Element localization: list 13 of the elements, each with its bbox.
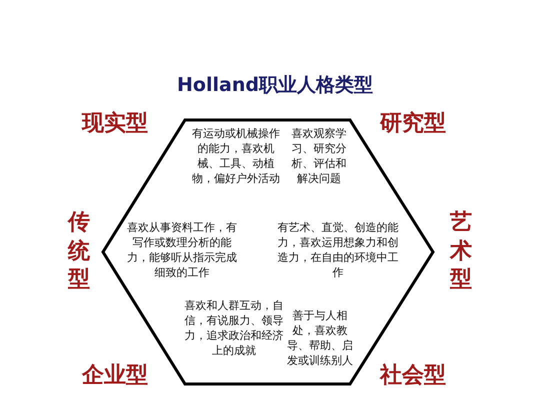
type-description: 有运动或机械操作的能力，喜欢机械、工具、动植物，偏好户外活动 [191, 126, 281, 186]
type-name: 传统型 [68, 208, 90, 294]
type-description: 喜欢从事资料工作，有写作或数理分析的能力，能够听从指示完成细致的工作 [126, 220, 238, 280]
type-description: 有艺术、直觉、创造的能力，喜欢运用想象力和创造力，在自由的环境中工作 [276, 220, 400, 280]
type-name: 研究型 [380, 109, 446, 138]
type-description: 喜欢和人群互动，自信，有说服力、领导力，追求政治和经济上的成就 [184, 298, 284, 358]
type-name: 艺术型 [450, 208, 472, 294]
type-name: 企业型 [82, 361, 148, 390]
type-name: 社会型 [380, 361, 446, 390]
diagram-title: Holland职业人格类型 [177, 73, 373, 98]
type-name: 现实型 [82, 109, 148, 138]
type-description: 喜欢观察学习、研究分析、评估和解决问题 [290, 126, 348, 186]
type-description: 善于与人相处，喜欢教导、帮助、启发或训练别人 [286, 308, 354, 368]
